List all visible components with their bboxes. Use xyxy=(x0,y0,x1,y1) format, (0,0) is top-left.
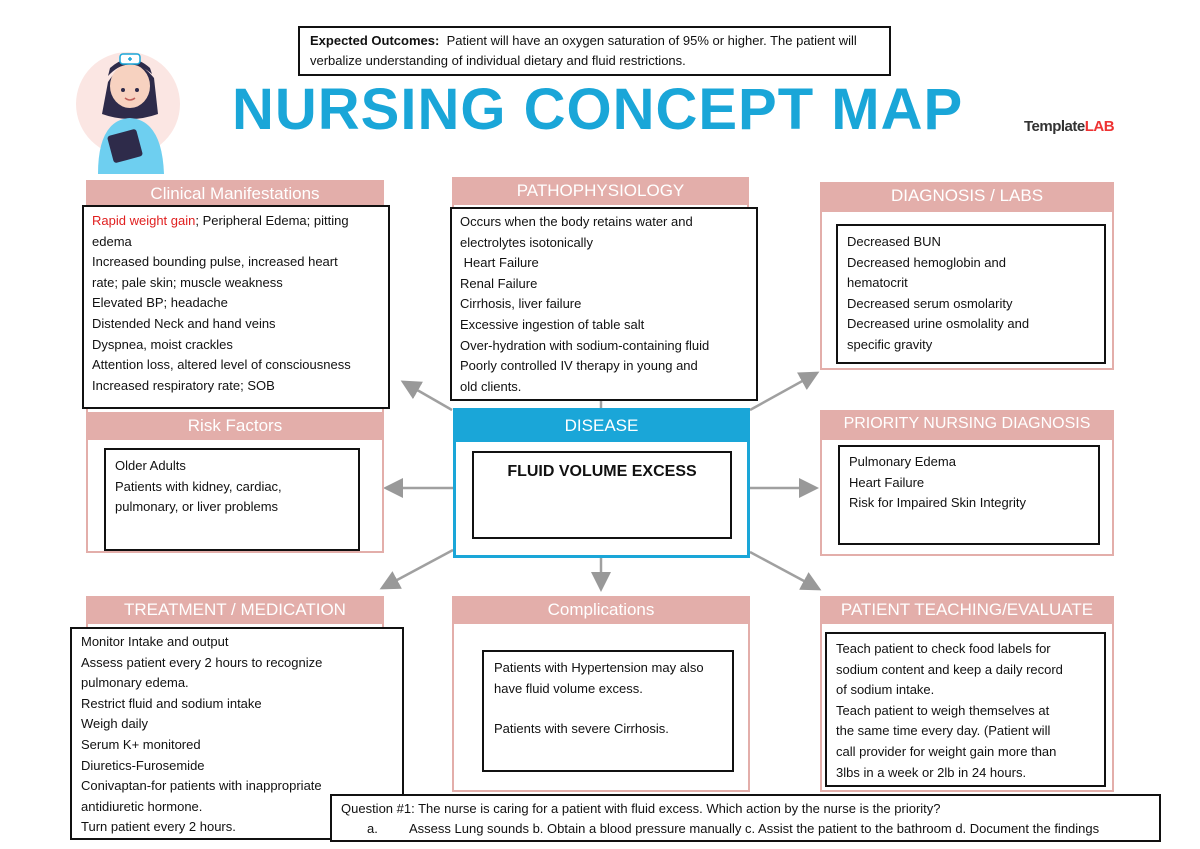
treatment-line: Restrict fluid and sodium intake xyxy=(81,695,262,711)
patho-line: electrolytes isotonically xyxy=(460,234,593,250)
clinical-line: edema xyxy=(92,233,132,249)
risk-line: pulmonary, or liver problems xyxy=(115,499,279,515)
question-box: Question #1: The nurse is caring for a p… xyxy=(330,794,1161,842)
complications-line: Patients with Hypertension may also xyxy=(494,660,704,675)
question-marker: a. xyxy=(367,821,378,836)
disease-name: FLUID VOLUME EXCESS xyxy=(472,451,732,539)
risk-header: Risk Factors xyxy=(86,412,384,440)
complications-line: have fluid volume excess. xyxy=(494,680,643,696)
diagnosis-list: Decreased BUN Decreased hemoglobin and h… xyxy=(836,224,1106,364)
priority-line: Risk for Impaired Skin Integrity xyxy=(849,495,1027,511)
patho-line: Cirrhosis, liver failure xyxy=(460,296,582,312)
priority-list: Pulmonary Edema Heart Failure Risk for I… xyxy=(838,445,1100,545)
diagnosis-header: DIAGNOSIS / LABS xyxy=(820,182,1114,210)
teaching-line: of sodium intake. xyxy=(836,682,935,698)
clinical-list: Rapid weight gain; Peripheral Edema; pit… xyxy=(82,205,390,409)
patho-line: Poorly controlled IV therapy in young an… xyxy=(460,358,698,374)
diagnosis-line: hematocrit xyxy=(847,275,908,291)
clinical-first-rest: ; Peripheral Edema; pitting xyxy=(195,213,349,228)
nurse-illustration xyxy=(76,52,180,174)
patho-line: Renal Failure xyxy=(460,275,538,291)
risk-line: Patients with kidney, cardiac, xyxy=(115,478,282,494)
teaching-line: the same time every day. (Patient will xyxy=(836,723,1051,739)
treatment-line: pulmonary edema. xyxy=(81,675,189,691)
question-options: Assess Lung sounds b. Obtain a blood pre… xyxy=(409,821,1100,836)
treatment-line: Weigh daily xyxy=(81,716,148,732)
arrow-to-treatment xyxy=(379,548,454,590)
arrow-to-clinical xyxy=(400,380,453,412)
teaching-line: 3lbs in a week or 2lb in 24 hours. xyxy=(836,764,1027,780)
teaching-line: sodium content and keep a daily record xyxy=(836,661,1063,677)
complications-list: Patients with Hypertension may also have… xyxy=(482,650,734,772)
diagnosis-line: Decreased hemoglobin and xyxy=(847,254,1006,270)
arrow-to-teaching xyxy=(749,550,822,591)
clinical-line: Dyspnea, moist crackles xyxy=(92,336,233,352)
expected-outcomes-box: Expected Outcomes: Patient will have an … xyxy=(298,26,891,76)
logo-part2: LAB xyxy=(1084,118,1115,135)
patho-header: PATHOPHYSIOLOGY xyxy=(452,177,749,205)
treatment-header: TREATMENT / MEDICATION xyxy=(86,596,384,624)
patho-line: old clients. xyxy=(460,378,522,394)
page-title: NURSING CONCEPT MAP xyxy=(232,77,964,142)
teaching-header: PATIENT TEACHING/EVALUATE xyxy=(820,596,1114,624)
logo-part1: Template xyxy=(1024,118,1085,135)
priority-line: Pulmonary Edema xyxy=(849,454,956,469)
treatment-line: Turn patient every 2 hours. xyxy=(81,819,236,835)
patho-line: Excessive ingestion of table salt xyxy=(460,316,645,332)
clinical-line-first: Rapid weight gain; Peripheral Edema; pit… xyxy=(92,211,380,232)
risk-line: Older Adults xyxy=(115,458,186,473)
diagnosis-line: Decreased serum osmolarity xyxy=(847,295,1013,311)
clinical-line: Elevated BP; headache xyxy=(92,295,228,311)
teaching-line: Teach patient to check food labels for xyxy=(836,641,1051,656)
diagnosis-line: specific gravity xyxy=(847,336,933,352)
treatment-line: Diuretics-Furosemide xyxy=(81,757,205,773)
expected-outcomes-text: Patient will have an oxygen saturation o… xyxy=(310,33,857,68)
patho-list: Occurs when the body retains water and e… xyxy=(450,207,758,401)
treatment-line: Serum K+ monitored xyxy=(81,736,201,752)
disease-header: DISEASE xyxy=(453,408,750,442)
priority-line: Heart Failure xyxy=(849,474,925,490)
question-options-row: a. Assess Lung sounds b. Obtain a blood p… xyxy=(341,819,1150,839)
question-prompt: Question #1: The nurse is caring for a p… xyxy=(341,801,941,816)
patho-line: Occurs when the body retains water and xyxy=(460,214,693,229)
clinical-line: Attention loss, altered level of conscio… xyxy=(92,357,351,373)
templatelab-logo: TemplateLAB xyxy=(1024,118,1115,135)
risk-list: Older Adults Patients with kidney, cardi… xyxy=(104,448,360,551)
patho-line: Heart Failure xyxy=(460,255,539,271)
complications-header: Complications xyxy=(452,596,750,624)
clinical-line: Increased respiratory rate; SOB xyxy=(92,377,275,393)
arrow-to-diagnosis xyxy=(749,371,820,412)
clinical-header: Clinical Manifestations xyxy=(86,180,384,208)
treatment-line: Conivaptan-for patients with inappropria… xyxy=(81,778,322,794)
treatment-line: Assess patient every 2 hours to recogniz… xyxy=(81,654,323,670)
clinical-line: Distended Neck and hand veins xyxy=(92,315,276,331)
clinical-line: rate; pale skin; muscle weakness xyxy=(92,274,283,290)
treatment-line: antidiuretic hormone. xyxy=(81,798,203,814)
expected-outcomes-label: Expected Outcomes: xyxy=(310,33,440,48)
treatment-line: Monitor Intake and output xyxy=(81,634,229,649)
teaching-line: call provider for weight gain more than xyxy=(836,743,1057,759)
clinical-red-text: Rapid weight gain xyxy=(92,213,196,228)
complications-line: Patients with severe Cirrhosis. xyxy=(494,721,669,737)
patho-line: Over-hydration with sodium-containing fl… xyxy=(460,337,710,353)
teaching-line: Teach patient to weigh themselves at xyxy=(836,702,1050,718)
diagnosis-line: Decreased urine osmolality and xyxy=(847,316,1030,332)
teaching-list: Teach patient to check food labels for s… xyxy=(825,632,1106,787)
clinical-line: Increased bounding pulse, increased hear… xyxy=(92,254,338,270)
priority-header: PRIORITY NURSING DIAGNOSIS xyxy=(820,410,1114,438)
diagnosis-line: Decreased BUN xyxy=(847,234,941,249)
